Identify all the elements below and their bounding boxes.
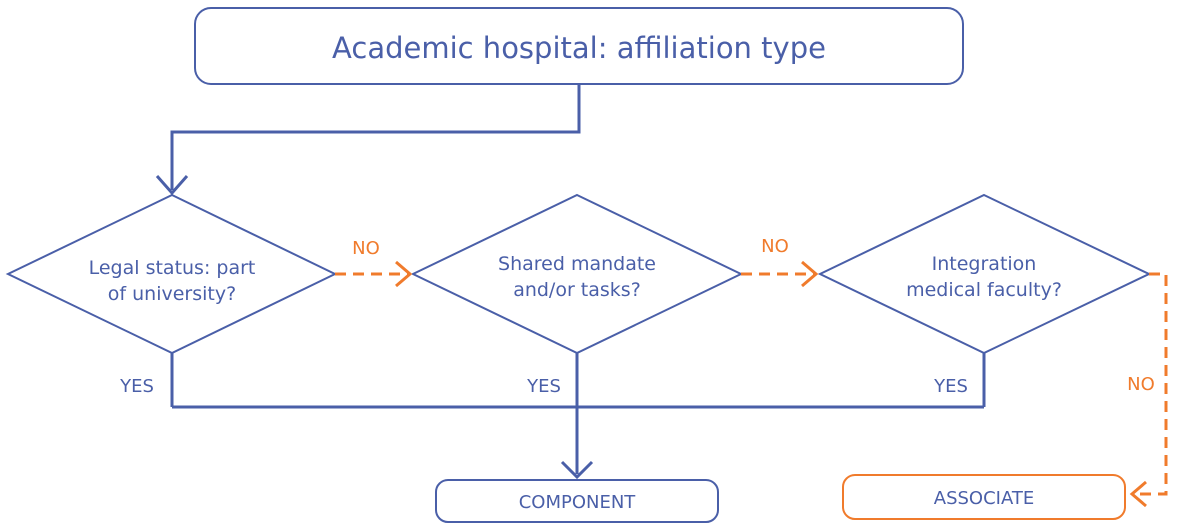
arrowhead-left-icon: [1129, 480, 1147, 508]
no-label-3: NO: [1127, 374, 1155, 395]
yes-label-3: YES: [933, 376, 968, 397]
title-connector: [170, 84, 581, 190]
component-label: COMPONENT: [519, 492, 637, 513]
decision-integration-line1: Integration: [932, 253, 1037, 275]
no-connector-3: [1136, 272, 1168, 496]
no-label-1: NO: [352, 238, 380, 259]
decision-legal-status-line1: Legal status: part: [89, 257, 256, 279]
arrowhead-right-icon: [395, 260, 413, 288]
arrowhead-down-icon: [155, 175, 189, 196]
arrowhead-down-icon: [560, 460, 594, 480]
no-label-2: NO: [761, 236, 789, 257]
decision-integration-line2: medical faculty?: [906, 279, 1062, 301]
yes-label-2: YES: [526, 376, 561, 397]
decision-legal-status-line2: of university?: [108, 283, 236, 305]
title-text: Academic hospital: affiliation type: [332, 31, 826, 65]
decision-shared-mandate-line1: Shared mandate: [498, 253, 656, 275]
associate-label: ASSOCIATE: [934, 488, 1035, 509]
decision-shared-mandate-line2: and/or tasks?: [513, 279, 641, 301]
arrowhead-right-icon: [801, 260, 819, 288]
associate-box: [842, 474, 1126, 520]
component-box: [435, 479, 719, 523]
yes-label-1: YES: [119, 376, 154, 397]
